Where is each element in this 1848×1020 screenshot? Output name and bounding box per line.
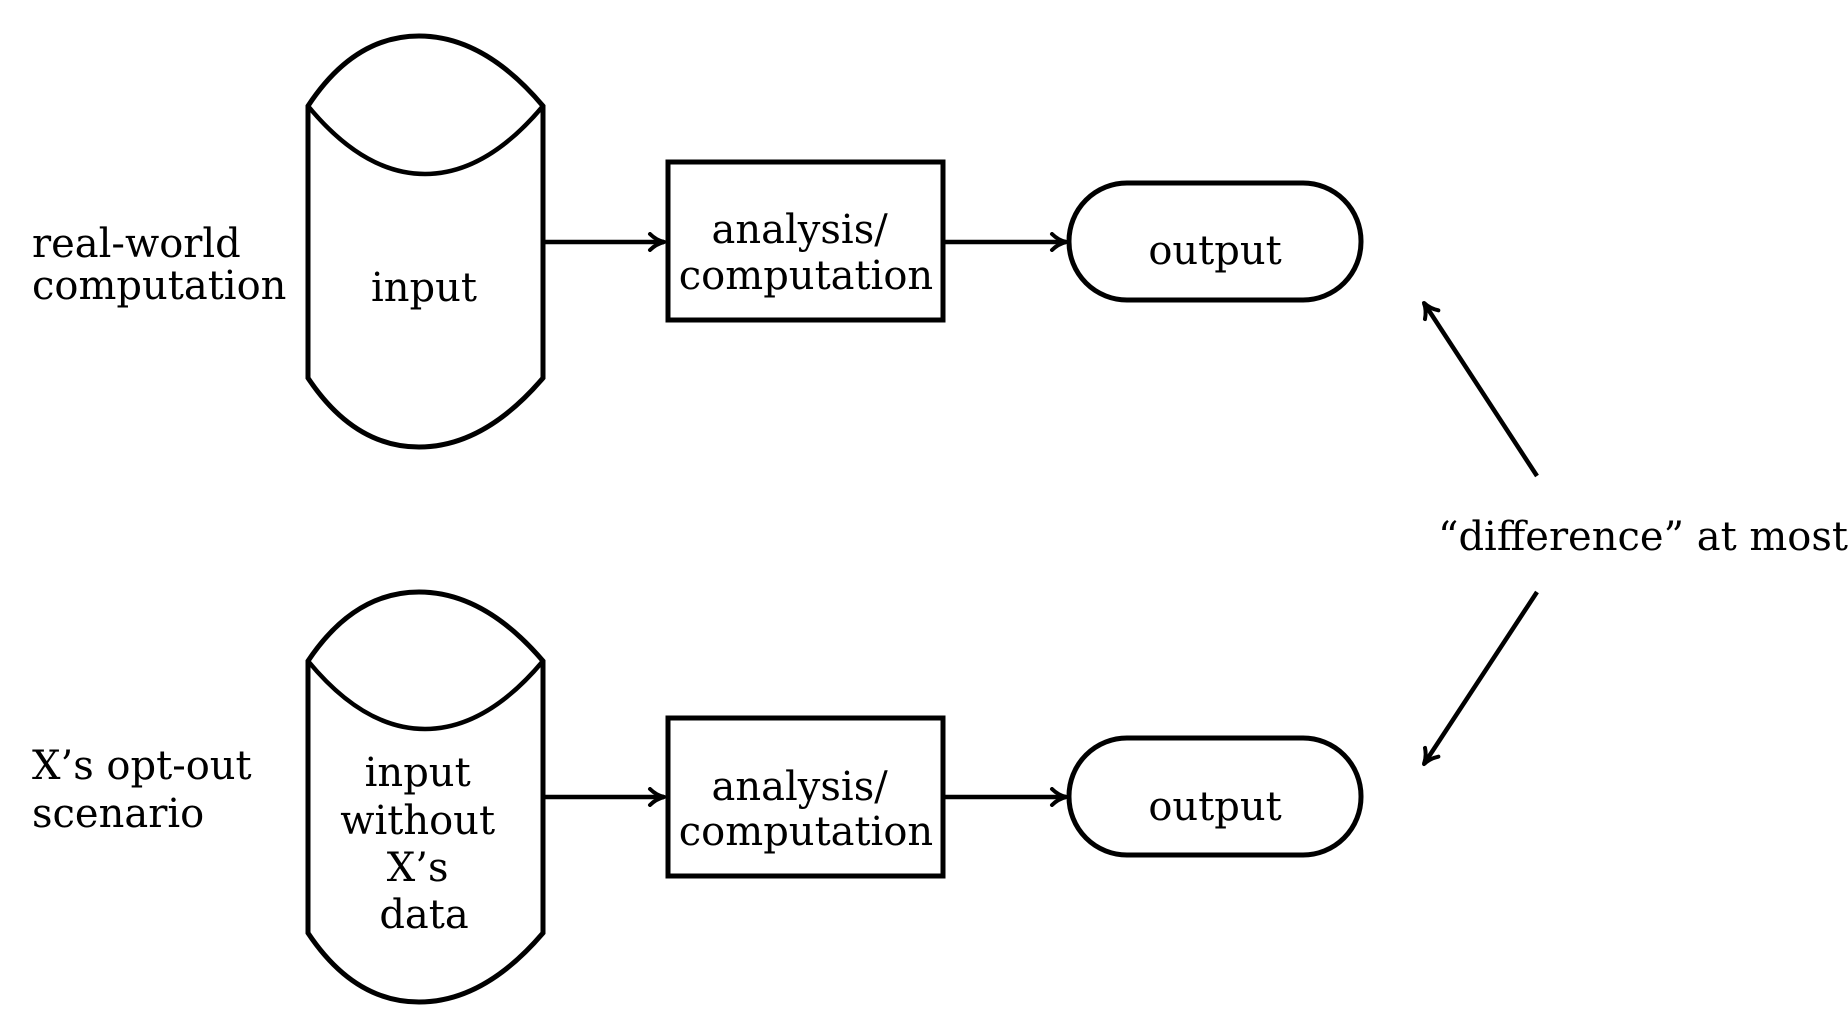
bottom-process-box	[665, 715, 946, 879]
top-output-label: output	[1148, 228, 1281, 274]
bottom-process-node: analysis/ computation	[665, 715, 946, 879]
top-output-node: output	[1066, 180, 1364, 303]
top-input-label: input	[371, 265, 477, 311]
top-input-cylinder	[305, 33, 546, 450]
top-output-box	[1066, 180, 1364, 303]
bottom-input-cylinder	[305, 589, 546, 1005]
bottom-process-label: analysis/ computation	[679, 764, 933, 855]
bottom-input-label: input without X’s data	[340, 750, 508, 938]
top-input-cylinder-lip	[306, 104, 545, 177]
top-scenario-label: real-world computation	[32, 221, 286, 309]
top-input-node: input	[305, 33, 546, 450]
bottom-input-node: input without X’s data	[305, 589, 546, 1005]
bottom-output-node: output	[1066, 735, 1364, 858]
top-process-node: analysis/ computation	[665, 159, 946, 323]
comparison-arrow-to-bottom-output	[1422, 590, 1539, 766]
bottom-output-label: output	[1148, 784, 1281, 830]
bottom-output-box	[1066, 735, 1364, 858]
bottom-scenario-label: X’s opt-out scenario	[32, 743, 264, 837]
bottom-input-cylinder-lip	[306, 659, 545, 732]
comparison-arrow-to-top-output	[1422, 301, 1539, 478]
top-process-label: analysis/ computation	[679, 207, 933, 299]
comparison-label: “difference” at most ϵ	[1438, 514, 1848, 560]
